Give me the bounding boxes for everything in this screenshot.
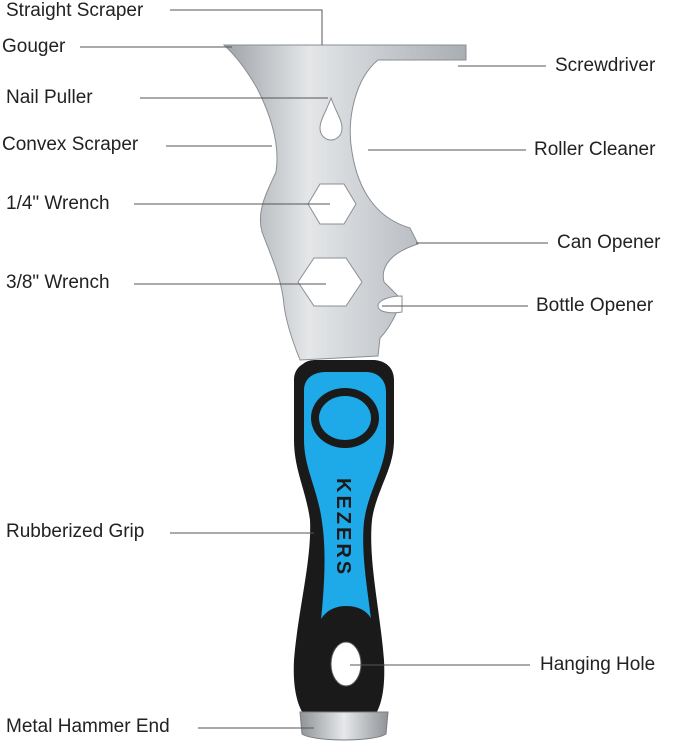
nail-puller-slot	[319, 96, 343, 141]
brand-logo: KEZERS	[332, 478, 354, 577]
label-rubberized-grip: Rubberized Grip	[6, 521, 145, 542]
label-hanging-hole: Hanging Hole	[540, 654, 656, 675]
bottle-opener-notch	[377, 295, 403, 314]
label-bottle-opener: Bottle Opener	[536, 295, 654, 316]
label-roller-cleaner: Roller Cleaner	[534, 139, 656, 160]
label-can-opener: Can Opener	[557, 232, 661, 253]
label-nail-puller: Nail Puller	[6, 87, 93, 108]
leader-straight-scraper	[170, 9, 323, 45]
thumb-pad-inner	[319, 396, 371, 440]
label-convex-scraper: Convex Scraper	[2, 134, 139, 155]
label-screwdriver: Screwdriver	[555, 55, 656, 76]
metal-hammer-cap	[299, 711, 389, 741]
label-quarter-wrench: 1/4" Wrench	[6, 193, 110, 214]
leader-lines	[80, 9, 548, 729]
hanging-hole	[330, 641, 362, 687]
label-three-eighths-wrench: 3/8" Wrench	[6, 272, 110, 293]
label-metal-hammer-end: Metal Hammer End	[6, 716, 170, 737]
three-eighths-wrench-hex	[297, 257, 363, 307]
label-gouger: Gouger	[2, 36, 66, 57]
label-straight-scraper: Straight Scraper	[6, 0, 144, 21]
